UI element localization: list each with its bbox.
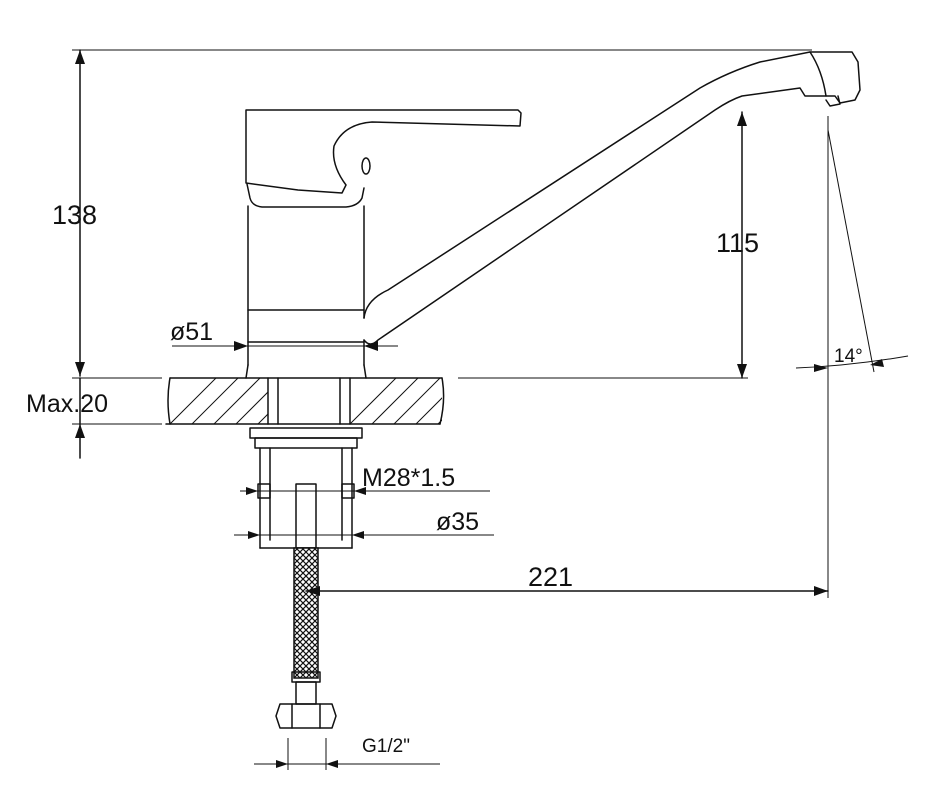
countertop — [165, 377, 445, 425]
thread-label: M28*1.5 — [362, 464, 455, 492]
flexible-hose — [275, 547, 337, 729]
spout-reach-label: 221 — [528, 562, 573, 592]
body-diameter-label: ø51 — [170, 318, 213, 346]
countertop-hatching-left — [170, 378, 268, 424]
spout-height-label: 115 — [716, 228, 759, 258]
dim-body-diameter: ø51 — [170, 318, 398, 351]
dim-max-thickness: Max.20 — [26, 377, 162, 459]
faucet-body — [245, 51, 861, 379]
shank-diameter-label: ø35 — [436, 508, 479, 536]
dim-spout-angle: 14° — [795, 129, 909, 373]
dim-spout-reach: 221 — [305, 116, 829, 598]
dim-hose-connection: G1/2" — [254, 736, 440, 770]
cartridge-cap — [246, 183, 365, 208]
spout-angle-label: 14° — [834, 346, 863, 367]
dim-total-height: 138 — [52, 49, 812, 377]
lever-handle — [245, 109, 522, 194]
total-height-label: 138 — [52, 200, 97, 230]
body-cylinder — [247, 205, 365, 366]
dim-spout-height: 115 — [458, 111, 759, 379]
hose-nut — [275, 703, 337, 729]
mounting-shank — [249, 427, 363, 549]
hose-braid — [293, 547, 319, 679]
dim-thread: M28*1.5 — [240, 464, 490, 495]
max-thickness-label: Max.20 — [26, 390, 108, 418]
hose-connection-label: G1/2" — [362, 736, 410, 757]
countertop-hatching-right — [350, 378, 442, 424]
spout — [363, 51, 861, 345]
handle-indicator — [361, 157, 371, 175]
dim-shank-diameter: ø35 — [234, 508, 494, 539]
